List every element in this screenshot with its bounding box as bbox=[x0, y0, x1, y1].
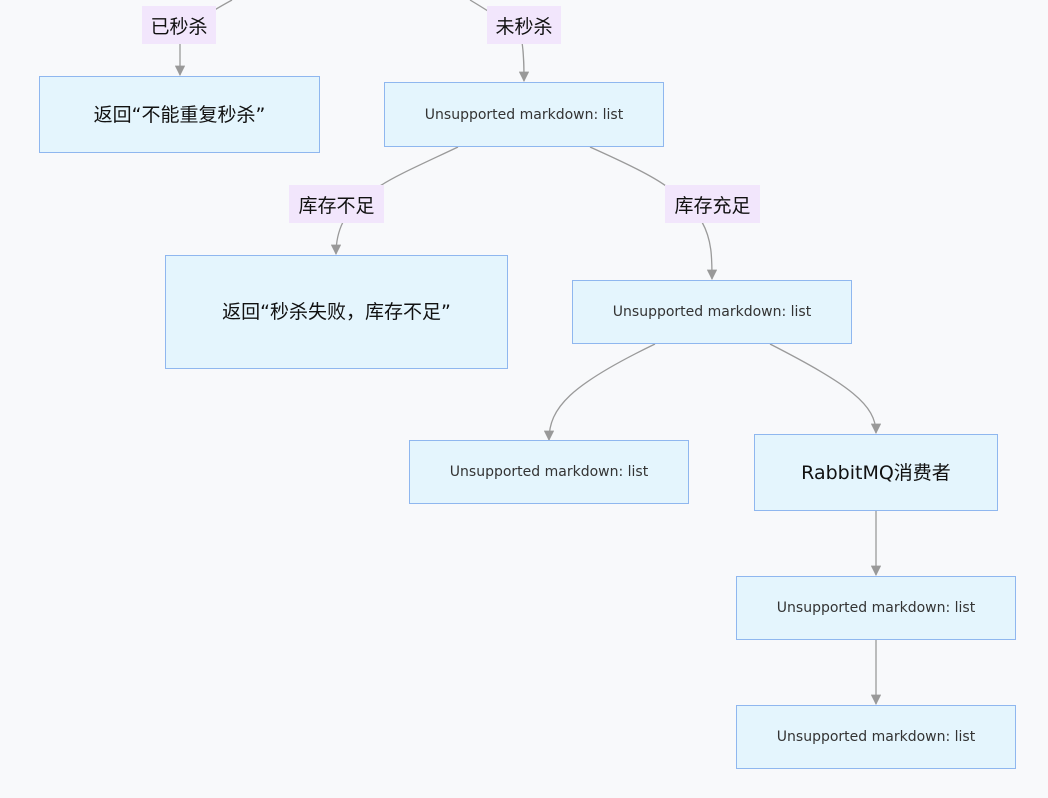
node-list-4: Unsupported markdown: list bbox=[736, 576, 1016, 640]
edge-label-stock-short: 库存不足 bbox=[289, 185, 384, 223]
node-rabbitmq-consumer: RabbitMQ消费者 bbox=[754, 434, 998, 511]
node-return-stock-fail-text: 返回“秒杀失败，库存不足” bbox=[222, 301, 451, 323]
edge-list-2-to-rabbitmq bbox=[769, 343, 882, 435]
edge-stock-enough-to-list-2 bbox=[701, 221, 718, 281]
edge-label-not-yet: 未秒杀 bbox=[487, 6, 561, 44]
node-list-1-text: Unsupported markdown: list bbox=[424, 106, 624, 123]
node-list-5-text: Unsupported markdown: list bbox=[776, 729, 976, 745]
edge-stock-short-to-return-fail bbox=[330, 221, 344, 256]
node-list-3: Unsupported markdown: list bbox=[409, 440, 689, 504]
node-list-2: Unsupported markdown: list bbox=[572, 280, 852, 344]
node-list-1: Unsupported markdown: list bbox=[384, 82, 664, 147]
edge-not-yet-to-list-1 bbox=[518, 41, 530, 83]
node-list-4-text: Unsupported markdown: list bbox=[776, 600, 976, 616]
node-return-duplicate: 返回“不能重复秒杀” bbox=[39, 76, 320, 153]
node-rabbitmq-consumer-text: RabbitMQ消费者 bbox=[801, 461, 951, 484]
node-list-5: Unsupported markdown: list bbox=[736, 705, 1016, 769]
edge-list-1-to-stock-enough bbox=[589, 146, 667, 187]
edge-label-stock-enough: 库存充足 bbox=[665, 185, 760, 223]
edge-list-1-to-stock-short bbox=[379, 146, 459, 187]
edge-list-2-to-list-3 bbox=[543, 343, 656, 442]
node-return-duplicate-text: 返回“不能重复秒杀” bbox=[93, 103, 266, 126]
edge-label-already: 已秒杀 bbox=[142, 6, 216, 44]
node-list-2-text: Unsupported markdown: list bbox=[612, 304, 812, 320]
node-return-stock-fail: 返回“秒杀失败，库存不足” bbox=[165, 255, 508, 369]
node-list-3-text: Unsupported markdown: list bbox=[449, 464, 649, 480]
